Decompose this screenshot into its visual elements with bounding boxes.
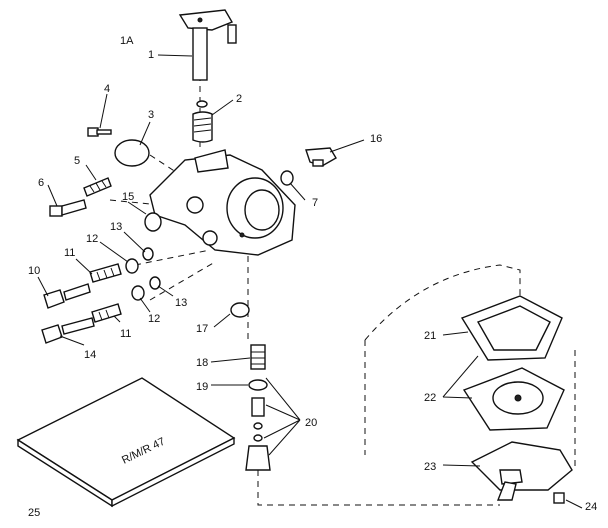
diaphragm-part [462, 367, 565, 431]
label-19: 19 [196, 381, 208, 393]
label-13b: 13 [175, 297, 187, 309]
label-23: 23 [424, 461, 436, 473]
welch-plug-part [144, 212, 162, 232]
label-6: 6 [38, 177, 44, 189]
inlet-valve-stack-parts [245, 344, 271, 471]
throttle-shaft-part [178, 9, 237, 81]
throttle-spring-part [192, 100, 213, 143]
label-10: 10 [28, 265, 40, 277]
needle-valve-part [43, 283, 91, 309]
label-5: 5 [74, 155, 80, 167]
label-18: 18 [196, 357, 208, 369]
idle-spring-part [83, 177, 112, 197]
diaphragm-cover-part [470, 441, 573, 501]
idle-screw-part [49, 199, 87, 217]
label-3: 3 [148, 109, 154, 121]
label-22: 22 [424, 392, 436, 404]
cover-screw-part [553, 492, 565, 504]
plate-screw-part [87, 127, 112, 137]
callout-labels: 1A 1 2 3 4 5 6 7 10 11 11 12 12 13 13 14… [28, 35, 597, 519]
label-1: 1 [148, 49, 154, 61]
label-14: 14 [84, 349, 96, 361]
elbow-fitting-part [305, 147, 337, 167]
diaphragm-gasket-part [460, 295, 563, 361]
fitting-part [280, 170, 294, 186]
label-15: 15 [122, 191, 134, 203]
label-1a: 1A [120, 35, 134, 47]
label-13a: 13 [110, 221, 122, 233]
label-16: 16 [370, 133, 382, 145]
label-25: 25 [28, 507, 40, 519]
plug-part [230, 302, 250, 318]
label-21: 21 [424, 330, 436, 342]
assembly-dashed-lines [109, 75, 576, 506]
label-24: 24 [585, 501, 597, 513]
label-11a: 11 [64, 247, 75, 259]
label-20: 20 [305, 417, 317, 429]
throttle-plate-part [114, 139, 150, 167]
label-2: 2 [236, 93, 242, 105]
label-leaders [37, 54, 583, 509]
label-4: 4 [104, 83, 110, 95]
label-17: 17 [196, 323, 208, 335]
carburetor-body-part [149, 149, 296, 256]
needle-spring-part-lower [91, 303, 122, 323]
label-12b: 12 [148, 313, 160, 325]
gasket-kit-part [16, 377, 236, 508]
label-12a: 12 [86, 233, 98, 245]
label-7: 7 [312, 197, 318, 209]
label-11b: 11 [120, 328, 131, 340]
washer-parts [125, 247, 161, 301]
needle-spring-part-upper [89, 263, 122, 283]
